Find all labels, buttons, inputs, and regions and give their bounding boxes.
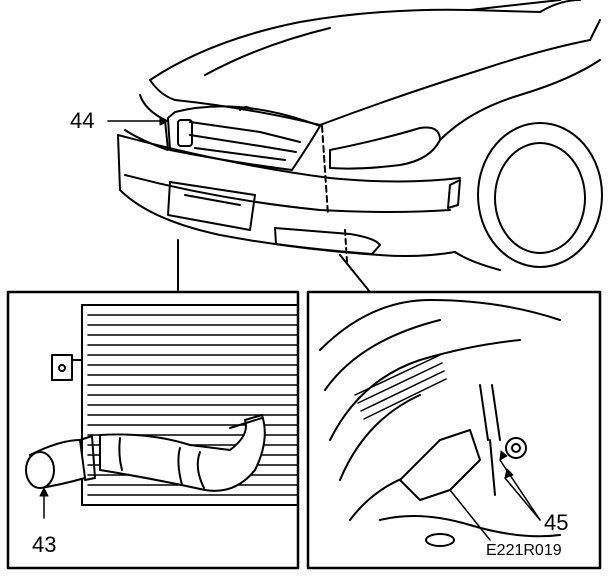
callout-44: 44	[70, 108, 95, 133]
car-front-drawing	[107, 0, 603, 271]
detail-panel-left	[6, 290, 300, 570]
detail-panel-right	[306, 290, 602, 570]
callout-45: 45	[544, 510, 569, 535]
figure-code: E221R019	[486, 542, 562, 559]
callout-43: 43	[32, 532, 57, 557]
leader-line-right	[339, 254, 371, 293]
